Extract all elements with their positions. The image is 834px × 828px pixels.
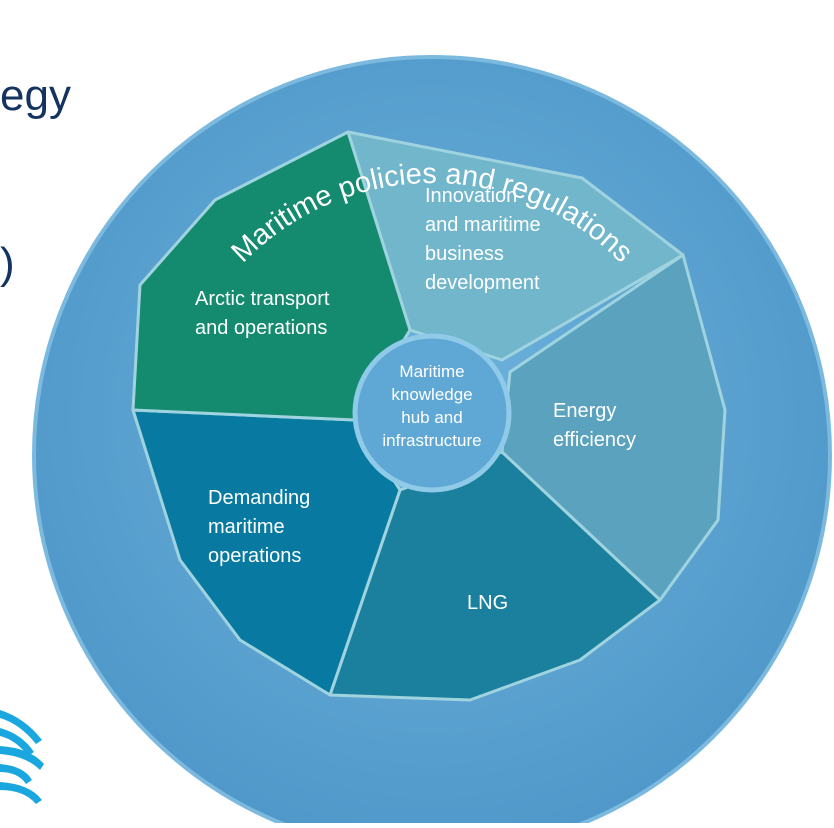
subtitle-fragment: ) (0, 239, 15, 288)
title-fragment: egy (0, 71, 71, 120)
knowledge-hub-circle (352, 333, 512, 493)
segment-label-lng: LNG (467, 592, 508, 614)
logo (0, 700, 60, 823)
wave-logo-icon (0, 710, 44, 804)
segments-group (131, 130, 727, 702)
